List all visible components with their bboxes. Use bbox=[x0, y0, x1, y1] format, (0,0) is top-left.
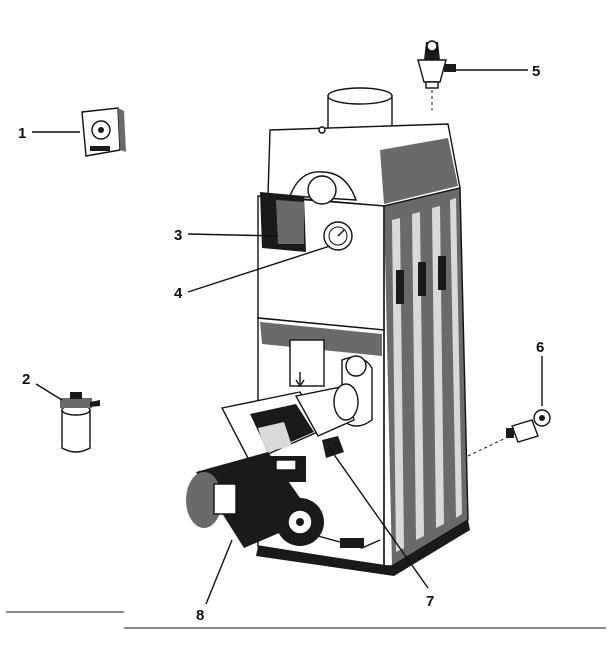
callout-3: 3 bbox=[174, 227, 182, 244]
leader-line-7 bbox=[327, 445, 429, 589]
leader-line-2 bbox=[35, 383, 63, 401]
part-5-relief-valve[interactable] bbox=[417, 40, 456, 89]
callout-7: 7 bbox=[426, 593, 434, 610]
part-8-oil-burner[interactable] bbox=[186, 383, 381, 549]
boiler-body bbox=[256, 87, 470, 576]
callout-2: 2 bbox=[22, 371, 30, 388]
part-6-drain-valve[interactable] bbox=[506, 409, 551, 443]
part-7-burner-nozzle[interactable] bbox=[322, 436, 344, 458]
callout-1: 1 bbox=[18, 125, 26, 142]
callout-4: 4 bbox=[174, 285, 183, 302]
leader-line-8 bbox=[205, 539, 233, 605]
part-1-thermostat[interactable] bbox=[81, 107, 126, 157]
callout-8: 8 bbox=[196, 607, 204, 624]
part-2-oil-filter[interactable] bbox=[60, 392, 100, 453]
callout-5: 5 bbox=[532, 63, 540, 80]
leader-line-4 bbox=[187, 245, 331, 293]
leader-line-3 bbox=[187, 233, 279, 237]
callout-6: 6 bbox=[536, 339, 544, 356]
